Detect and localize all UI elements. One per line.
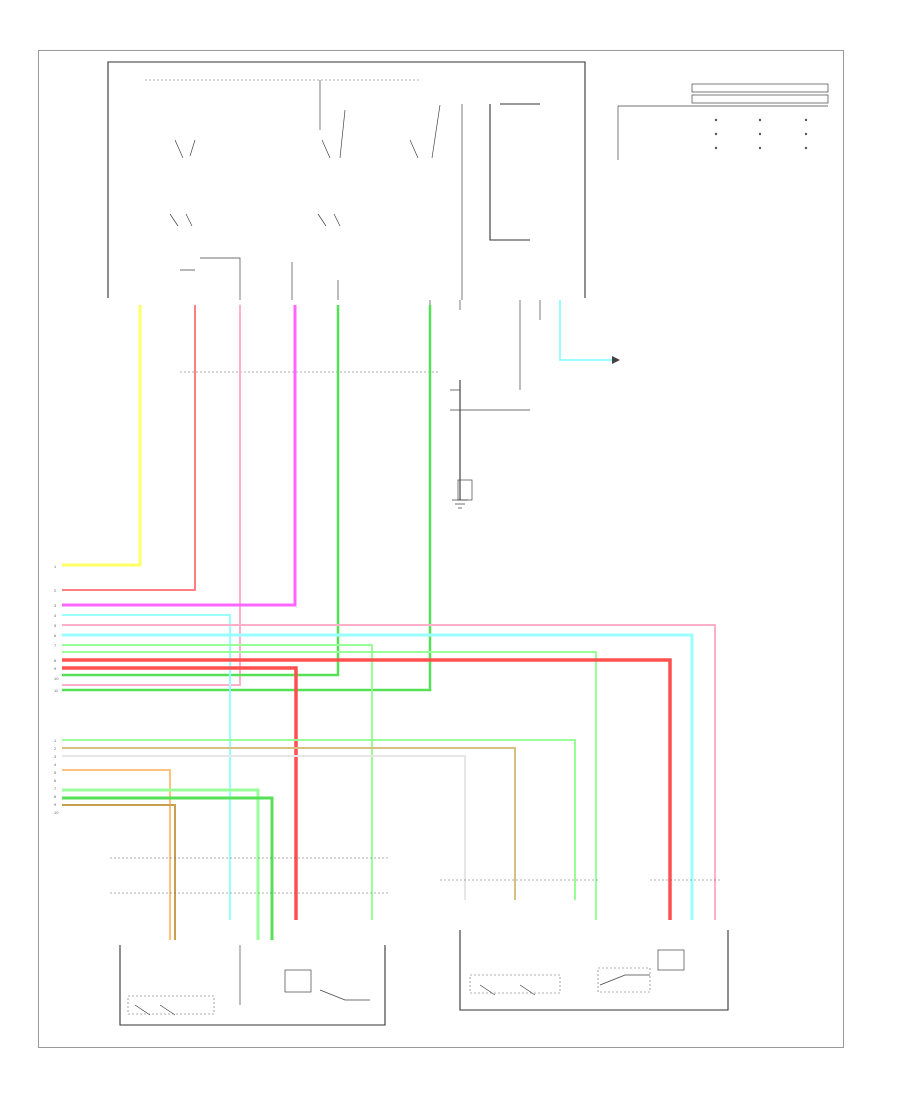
pin-label: 8 [54,794,57,799]
diagram-frame [38,50,844,1048]
arrow-to-other-system [559,300,620,364]
mirror-switch-assembly [107,61,829,390]
pin-label: 4 [54,762,57,767]
pin-label: 5 [54,770,57,775]
pin-label: 3 [54,754,57,759]
pin-label: 10 [54,676,59,681]
pin-label: 2 [54,746,57,751]
horizontal-bus-wires [62,614,716,920]
pin-label: 3 [54,603,57,608]
pin-label: 1 [54,738,57,743]
left-connector-labels: 1 2 3 4 5 6 7 8 9 10 11 1 2 3 4 5 6 7 8 … [54,564,59,815]
pin-label: 5 [54,623,57,628]
switch-output-wires [62,305,432,692]
lower-bus-wires [62,739,576,940]
pin-label: 7 [54,786,57,791]
indicator-block [461,103,541,390]
left-door-mirror-assembly [440,879,729,1011]
selector-switch-right [409,104,441,159]
pin-label: 4 [54,613,57,618]
ground-point [450,380,530,509]
pin-label: 8 [54,658,57,663]
pin-label: 6 [54,778,57,783]
pin-label: 6 [54,633,57,638]
right-door-mirror-assembly [110,857,390,1026]
pin-label: 10 [54,810,59,815]
pin-label: 1 [54,564,57,569]
pin-label: 11 [54,688,59,693]
pin-label: 9 [54,666,57,671]
selector-switch-mid [317,109,346,227]
pin-label: 7 [54,643,57,648]
pin-label: 9 [54,802,57,807]
pin-label: 2 [54,588,57,593]
selector-switch-left [169,139,196,227]
switch-position-table [617,83,829,160]
